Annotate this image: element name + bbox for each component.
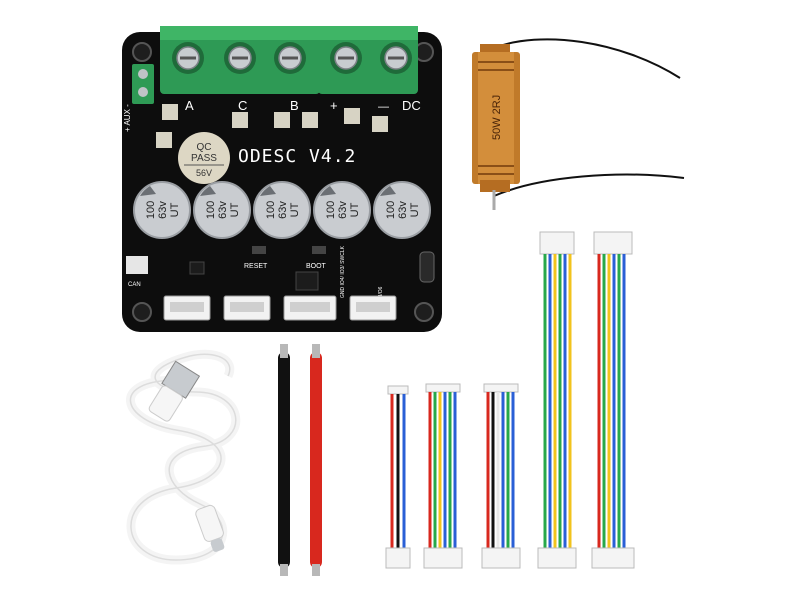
capacitor: 100 63v UT <box>313 181 371 239</box>
mount-hole <box>132 42 152 62</box>
ic-chip <box>189 261 205 275</box>
resistor-lead <box>493 173 685 197</box>
jst-connector <box>349 295 397 321</box>
mount-hole <box>132 302 152 322</box>
cap-text-3: UT <box>409 202 421 217</box>
jst-cable-6pin <box>423 383 463 569</box>
cap-text-2: 63v <box>217 201 229 219</box>
aux-terminal <box>132 64 154 104</box>
jst-cable-6pin <box>481 383 521 569</box>
aux-label: + AUX - <box>123 104 132 132</box>
qc-line3: 56V <box>196 168 212 178</box>
boot-button <box>312 246 326 254</box>
reset-button <box>252 246 266 254</box>
qc-line2: PASS <box>191 153 217 164</box>
qc-line1: QC <box>197 142 212 153</box>
jst-cable-3pin <box>385 385 411 569</box>
can-label: CAN <box>128 282 141 288</box>
power-resistor: 50W 2RJ <box>472 38 685 210</box>
silicone-wire-black <box>278 344 290 576</box>
capacitor: 100 63v UT <box>253 181 311 239</box>
pad-arrays <box>156 104 388 148</box>
jst-cable-long <box>591 231 635 569</box>
qc-pass-sticker: QC PASS 56V <box>178 132 230 184</box>
cap-text-1: 100 <box>145 201 157 219</box>
screw-terminal-block <box>160 26 418 94</box>
cap-text-3: UT <box>289 202 301 217</box>
mount-hole <box>414 302 434 322</box>
usb-c-plug <box>195 504 225 552</box>
terminal-label-dc: DC <box>402 98 421 113</box>
usb-a-plug <box>148 360 201 422</box>
terminal-label-plus: + <box>330 98 338 113</box>
jst-cable-long <box>537 231 577 569</box>
cap-text-2: 63v <box>397 201 409 219</box>
cap-text-1: 100 <box>325 201 337 219</box>
jst-connector <box>223 295 271 321</box>
board-title: ODESC V4.2 <box>238 146 356 167</box>
capacitor-row: 100 63v UT 100 63v UT 100 63v <box>133 181 431 239</box>
usb-port <box>419 251 435 283</box>
cap-text-3: UT <box>229 202 241 217</box>
terminal-label-minus: — <box>378 101 389 113</box>
cap-text-2: 63v <box>337 201 349 219</box>
capacitor: 100 63v UT <box>373 181 431 239</box>
terminal-label-c: C <box>238 98 247 113</box>
reset-label: RESET <box>244 263 268 270</box>
odesc-board: + AUX - A C B + — DC QC PASS 56V ODESC V… <box>122 26 442 332</box>
cap-text-1: 100 <box>265 201 277 219</box>
boot-label: BOOT <box>306 263 327 270</box>
jst-connector <box>283 295 337 321</box>
can-connector <box>126 256 148 274</box>
usb-cable <box>126 349 241 565</box>
silicone-wire-red <box>310 344 322 576</box>
resistor-label: 50W 2RJ <box>491 95 503 140</box>
capacitor: 100 63v UT <box>193 181 251 239</box>
terminal-label-b: B <box>290 98 299 113</box>
capacitor: 100 63v UT <box>133 181 191 239</box>
pin-labels: GND IO4/ IO3/ SWCLK <box>340 245 346 298</box>
jst-connector-row <box>163 295 397 321</box>
resistor-lead <box>493 38 681 79</box>
cap-text-3: UT <box>349 202 361 217</box>
cap-text-1: 100 <box>385 201 397 219</box>
cap-text-3: UT <box>169 202 181 217</box>
ic-chip <box>295 271 319 291</box>
terminal-label-a: A <box>185 98 194 113</box>
pin-labels-2: I/O6 <box>378 286 384 296</box>
cap-text-1: 100 <box>205 201 217 219</box>
jst-connector <box>163 295 211 321</box>
cap-text-2: 63v <box>157 201 169 219</box>
cap-text-2: 63v <box>277 201 289 219</box>
